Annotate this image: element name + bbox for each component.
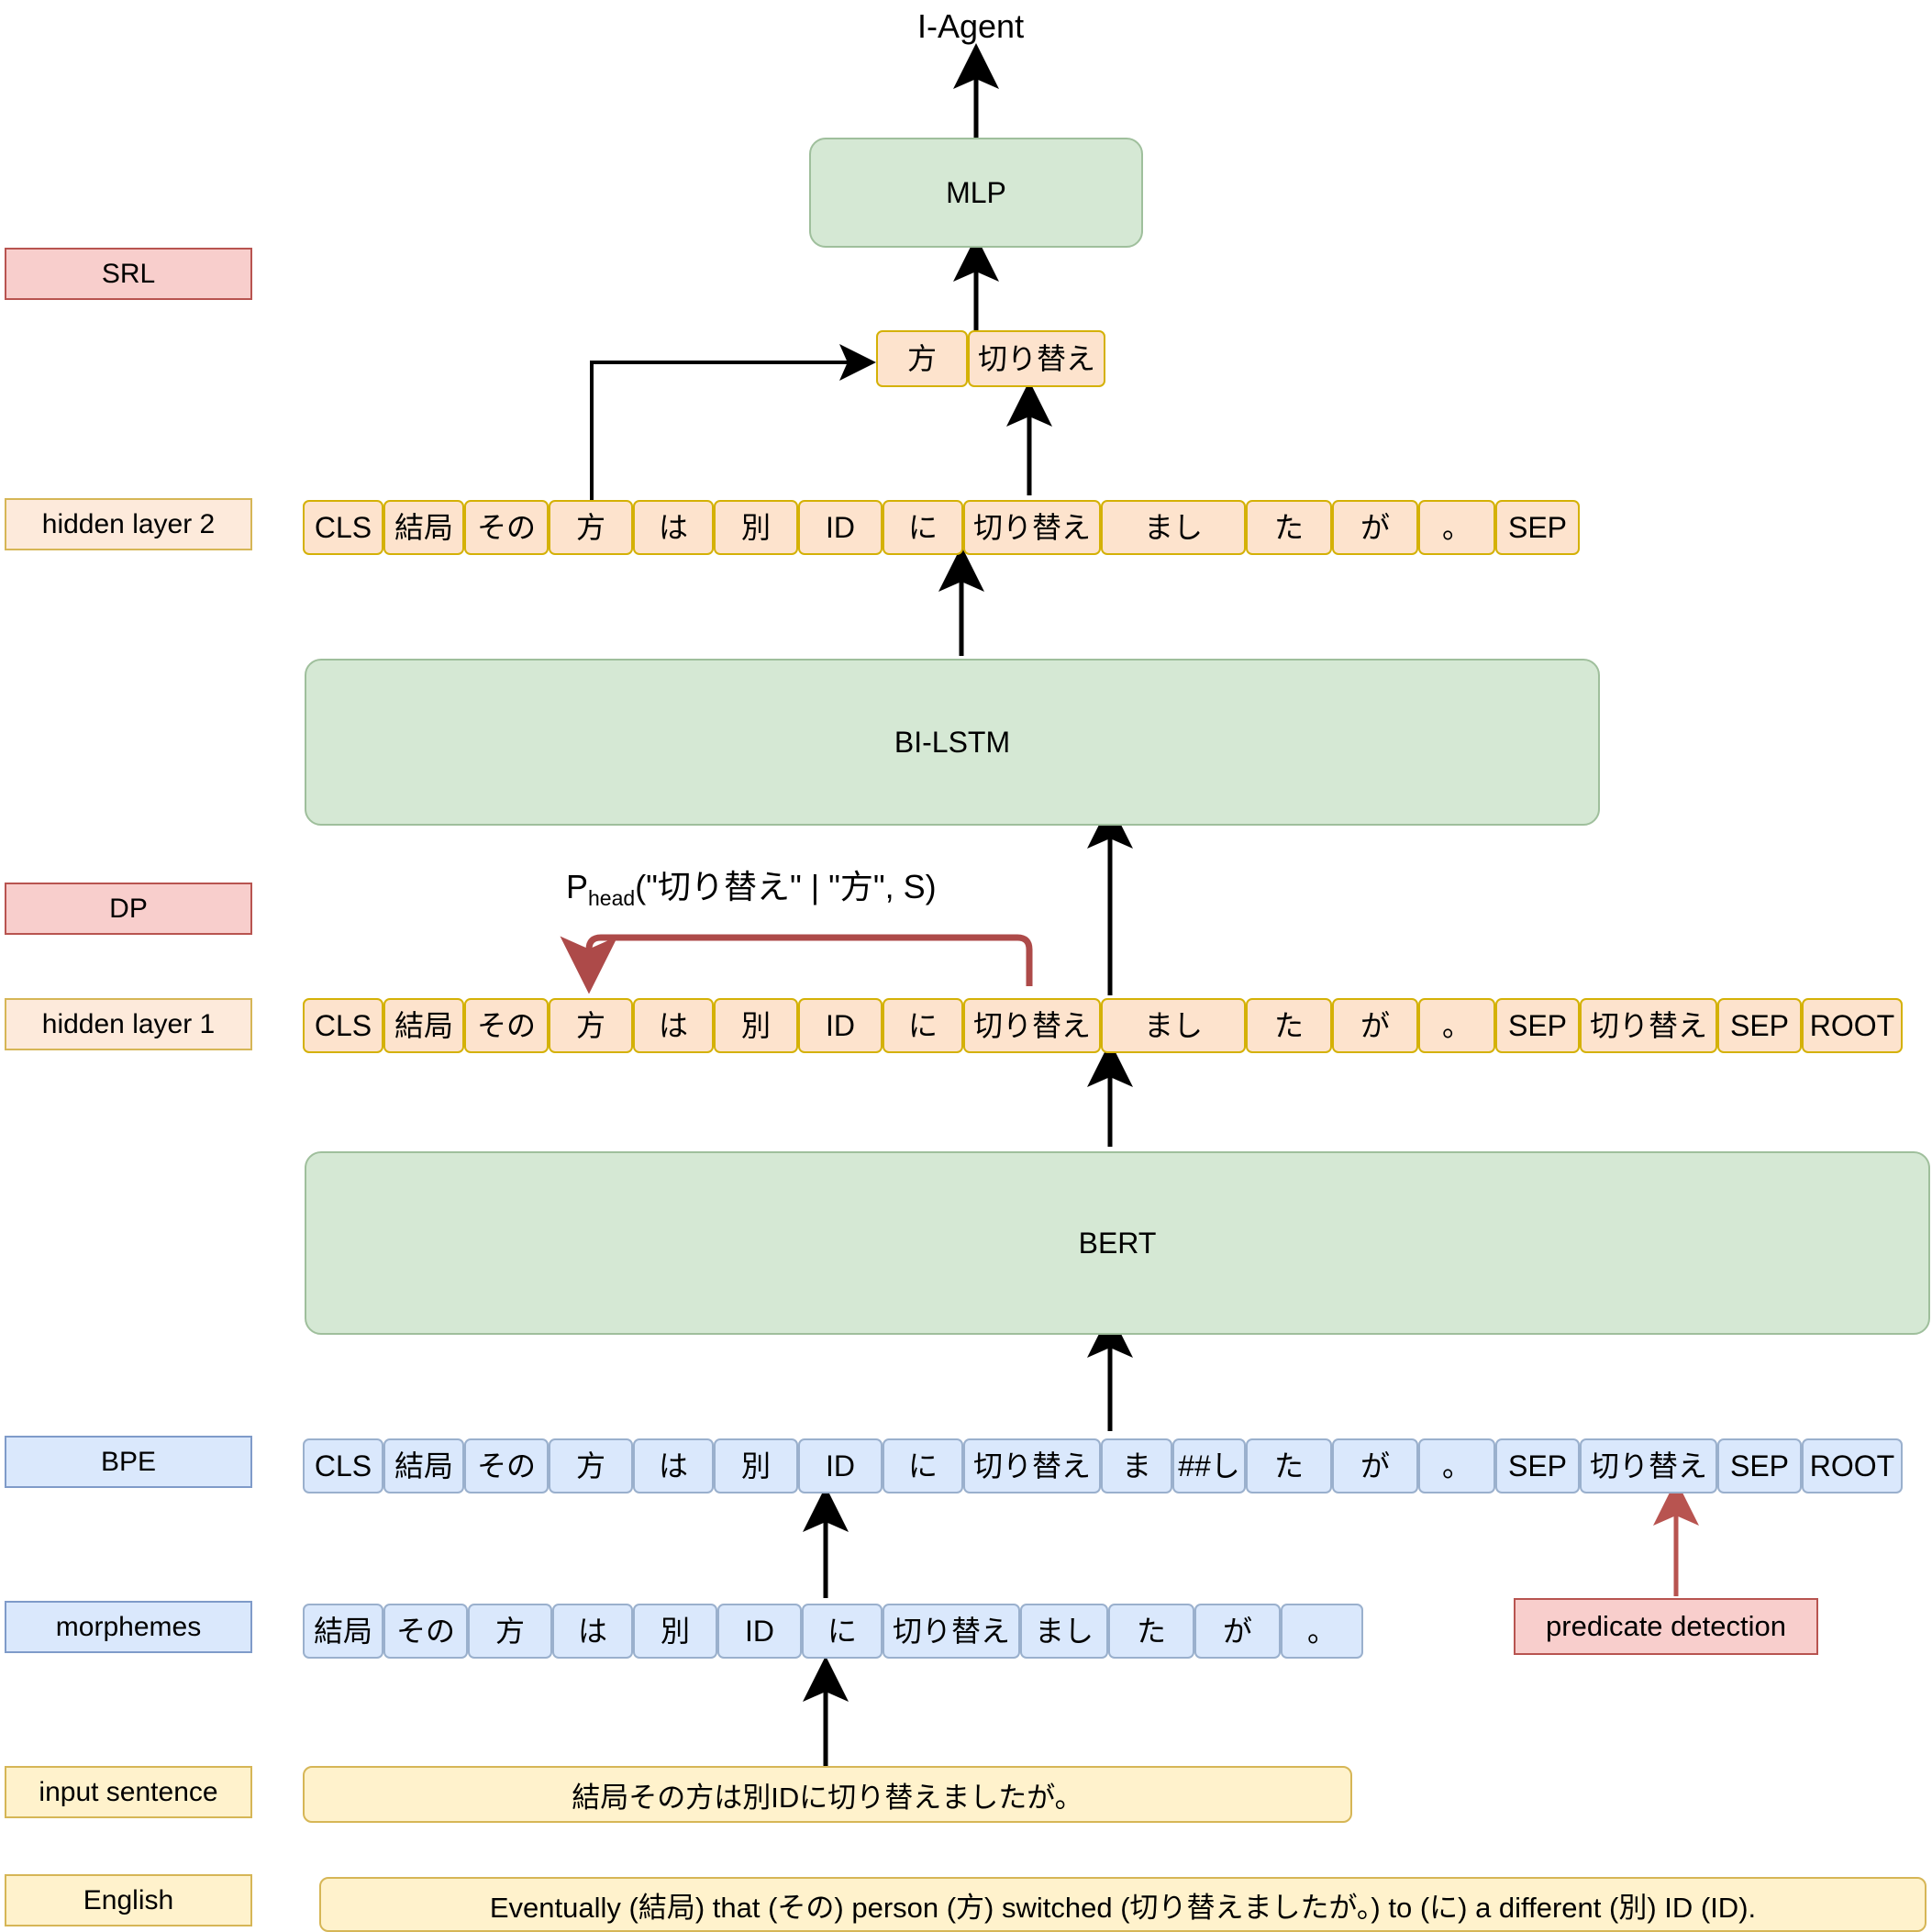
side-label-bpe[interactable]: BPE: [5, 1436, 252, 1488]
hl1-token[interactable]: SEP: [1495, 998, 1580, 1053]
hidden-layer-2-strip: CLS 結局 その 方 は 別 ID に 切り替え まし た が 。 SEP: [303, 500, 1580, 555]
srl-token[interactable]: 切り替え: [968, 330, 1105, 387]
morpheme-token[interactable]: に: [802, 1604, 883, 1659]
arrow-hl2-kata-to-srl: [590, 344, 876, 514]
morpheme-token[interactable]: 。: [1281, 1604, 1363, 1659]
formula-rest: ("切り替え" | "方", S): [635, 868, 937, 905]
morpheme-token[interactable]: 別: [633, 1604, 717, 1659]
hl2-token[interactable]: た: [1246, 500, 1332, 555]
hl1-token[interactable]: は: [633, 998, 714, 1053]
morpheme-token[interactable]: が: [1194, 1604, 1281, 1659]
morpheme-token[interactable]: た: [1108, 1604, 1194, 1659]
hl1-token[interactable]: 結局: [383, 998, 464, 1053]
hl1-token[interactable]: まし: [1101, 998, 1246, 1053]
arrow-dependency-arc: [560, 934, 1033, 994]
hl1-token[interactable]: 。: [1418, 998, 1495, 1053]
output-label: I-Agent: [917, 7, 1025, 45]
hl2-token[interactable]: その: [464, 500, 549, 555]
bpe-token[interactable]: CLS: [303, 1438, 383, 1493]
bilstm-block[interactable]: BI-LSTM: [305, 659, 1600, 826]
morphemes-strip: 結局 その 方 は 別 ID に 切り替え まし た が 。: [303, 1604, 1363, 1659]
side-label-english[interactable]: English: [5, 1874, 252, 1926]
bpe-token[interactable]: SEP: [1495, 1438, 1580, 1493]
hl2-token[interactable]: 。: [1418, 500, 1495, 555]
bpe-token[interactable]: ま: [1101, 1438, 1172, 1493]
hl2-token[interactable]: 方: [549, 500, 633, 555]
mlp-block[interactable]: MLP: [809, 138, 1143, 248]
bpe-token[interactable]: 切り替え: [1580, 1438, 1717, 1493]
side-label-dp[interactable]: DP: [5, 883, 252, 935]
bpe-token[interactable]: その: [464, 1438, 549, 1493]
bpe-token[interactable]: 別: [714, 1438, 798, 1493]
bpe-token[interactable]: 。: [1418, 1438, 1495, 1493]
hl1-token[interactable]: SEP: [1717, 998, 1802, 1053]
hl1-token[interactable]: ROOT: [1802, 998, 1903, 1053]
bpe-token[interactable]: ID: [798, 1438, 883, 1493]
hl2-token[interactable]: 切り替え: [963, 500, 1101, 555]
morpheme-token[interactable]: は: [552, 1604, 633, 1659]
morpheme-token[interactable]: まし: [1020, 1604, 1108, 1659]
bpe-token[interactable]: は: [633, 1438, 714, 1493]
hl1-token[interactable]: が: [1332, 998, 1418, 1053]
bpe-token[interactable]: 切り替え: [963, 1438, 1101, 1493]
bpe-token[interactable]: 結局: [383, 1438, 464, 1493]
morpheme-token[interactable]: ID: [717, 1604, 802, 1659]
hl1-token[interactable]: 方: [549, 998, 633, 1053]
hl2-token[interactable]: 結局: [383, 500, 464, 555]
morpheme-token[interactable]: 結局: [303, 1604, 383, 1659]
bpe-token[interactable]: 方: [549, 1438, 633, 1493]
hl1-token[interactable]: 切り替え: [963, 998, 1101, 1053]
formula-sub: head: [588, 886, 636, 911]
hl1-token[interactable]: 別: [714, 998, 798, 1053]
srl-token[interactable]: 方: [876, 330, 968, 387]
hl2-token[interactable]: 別: [714, 500, 798, 555]
bpe-token[interactable]: が: [1332, 1438, 1418, 1493]
srl-output-strip: 方 切り替え: [876, 330, 1105, 387]
morpheme-token[interactable]: その: [383, 1604, 468, 1659]
side-label-input-sentence[interactable]: input sentence: [5, 1766, 252, 1818]
hl1-token[interactable]: その: [464, 998, 549, 1053]
hl1-token[interactable]: ID: [798, 998, 883, 1053]
bpe-token[interactable]: た: [1246, 1438, 1332, 1493]
dependency-probability-formula: Phead("切り替え" | "方", S): [566, 861, 937, 911]
bpe-token[interactable]: に: [883, 1438, 963, 1493]
bpe-token[interactable]: ROOT: [1802, 1438, 1903, 1493]
side-label-morphemes[interactable]: morphemes: [5, 1601, 252, 1653]
morpheme-token[interactable]: 切り替え: [883, 1604, 1020, 1659]
hl1-token[interactable]: 切り替え: [1580, 998, 1717, 1053]
side-label-hidden-layer-1[interactable]: hidden layer 1: [5, 998, 252, 1050]
predicate-detection-box[interactable]: predicate detection: [1514, 1598, 1818, 1655]
hl2-token[interactable]: まし: [1101, 500, 1246, 555]
morpheme-token[interactable]: 方: [468, 1604, 552, 1659]
side-label-hidden-layer-2[interactable]: hidden layer 2: [5, 498, 252, 550]
hl2-token[interactable]: が: [1332, 500, 1418, 555]
hl2-token[interactable]: ID: [798, 500, 883, 555]
hl2-token[interactable]: は: [633, 500, 714, 555]
hl1-token[interactable]: CLS: [303, 998, 383, 1053]
hl1-token[interactable]: に: [883, 998, 963, 1053]
hl1-token[interactable]: た: [1246, 998, 1332, 1053]
hl2-token[interactable]: CLS: [303, 500, 383, 555]
input-sentence-box[interactable]: 結局その方は別IDに切り替えましたが。: [303, 1766, 1352, 1823]
bpe-token[interactable]: SEP: [1717, 1438, 1802, 1493]
english-translation-box[interactable]: Eventually (結局) that (その) person (方) swi…: [319, 1877, 1926, 1932]
bpe-strip: CLS 結局 その 方 は 別 ID に 切り替え ま ##し た が 。 SE…: [303, 1438, 1903, 1493]
hidden-layer-1-strip: CLS 結局 その 方 は 別 ID に 切り替え まし た が 。 SEP 切…: [303, 998, 1903, 1053]
bpe-token[interactable]: ##し: [1172, 1438, 1246, 1493]
bert-block[interactable]: BERT: [305, 1151, 1930, 1335]
hl2-token[interactable]: に: [883, 500, 963, 555]
side-label-srl[interactable]: SRL: [5, 248, 252, 300]
hl2-token[interactable]: SEP: [1495, 500, 1580, 555]
formula-base: P: [566, 868, 589, 905]
